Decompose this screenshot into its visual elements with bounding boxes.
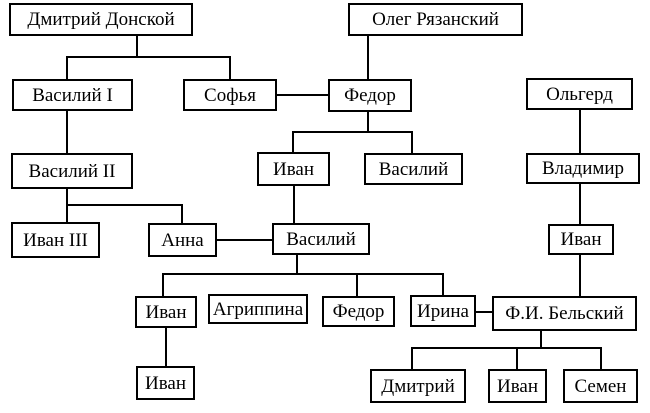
node-label-ivan-6: Иван — [144, 372, 187, 394]
node-irina: Ирина — [410, 295, 476, 327]
node-label-fi-belsky: Ф.И. Бельский — [505, 303, 624, 324]
node-label-sofya: Софья — [204, 84, 256, 106]
node-fi-belsky: Ф.И. Бельский — [492, 296, 637, 331]
node-ivan-4: Иван — [548, 224, 614, 255]
node-label-fedor-2: Федор — [332, 301, 385, 322]
node-vasily-ii: Василий II — [11, 153, 133, 189]
node-anna: Анна — [148, 223, 217, 257]
node-dmitry-donskoy: Дмитрий Донской — [9, 3, 193, 36]
node-label-anna: Анна — [161, 229, 204, 251]
node-fedor-2: Федор — [322, 296, 395, 327]
node-olgerd: Ольгерд — [526, 78, 633, 110]
node-fedor-1: Федор — [328, 79, 412, 112]
node-ivan-6: Иван — [136, 366, 195, 400]
node-label-vasily-ii: Василий II — [28, 160, 116, 182]
node-ivan-2: Иван — [257, 152, 330, 186]
node-agrippina: Агриппина — [208, 294, 308, 324]
node-dmitry-2: Дмитрий — [370, 369, 466, 403]
node-oleg-ryazansky: Олег Рязанский — [348, 3, 523, 36]
node-label-ivan-4: Иван — [560, 229, 602, 250]
node-label-vasily-3: Василий — [378, 158, 449, 180]
node-label-vasily-4: Василий — [286, 228, 356, 250]
node-label-dmitry-donskoy: Дмитрий Донской — [27, 9, 175, 30]
node-label-irina: Ирина — [417, 300, 469, 322]
node-label-semen: Семен — [574, 375, 627, 397]
node-label-ivan-5: Иван — [145, 301, 187, 323]
node-label-ivan-7: Иван — [496, 375, 539, 397]
node-label-agrippina: Агриппина — [212, 298, 304, 320]
node-label-dmitry-2: Дмитрий — [381, 375, 455, 397]
node-label-vladimir: Владимир — [541, 158, 625, 179]
node-label-vasily-i: Василий I — [32, 84, 113, 106]
node-semen: Семен — [563, 369, 638, 403]
node-ivan-iii: Иван III — [11, 222, 100, 258]
node-vasily-3: Василий — [364, 153, 463, 185]
node-sofya: Софья — [183, 79, 277, 111]
node-label-ivan-2: Иван — [272, 158, 315, 180]
node-label-ivan-iii: Иван III — [23, 229, 88, 251]
node-vasily-i: Василий I — [12, 79, 133, 111]
node-vladimir: Владимир — [526, 153, 640, 184]
node-ivan-5: Иван — [135, 296, 197, 328]
node-vasily-4: Василий — [272, 223, 370, 255]
node-label-fedor-1: Федор — [344, 85, 396, 106]
node-label-olgerd: Ольгерд — [546, 83, 613, 105]
node-label-oleg-ryazansky: Олег Рязанский — [372, 9, 499, 30]
node-ivan-7: Иван — [488, 369, 547, 403]
